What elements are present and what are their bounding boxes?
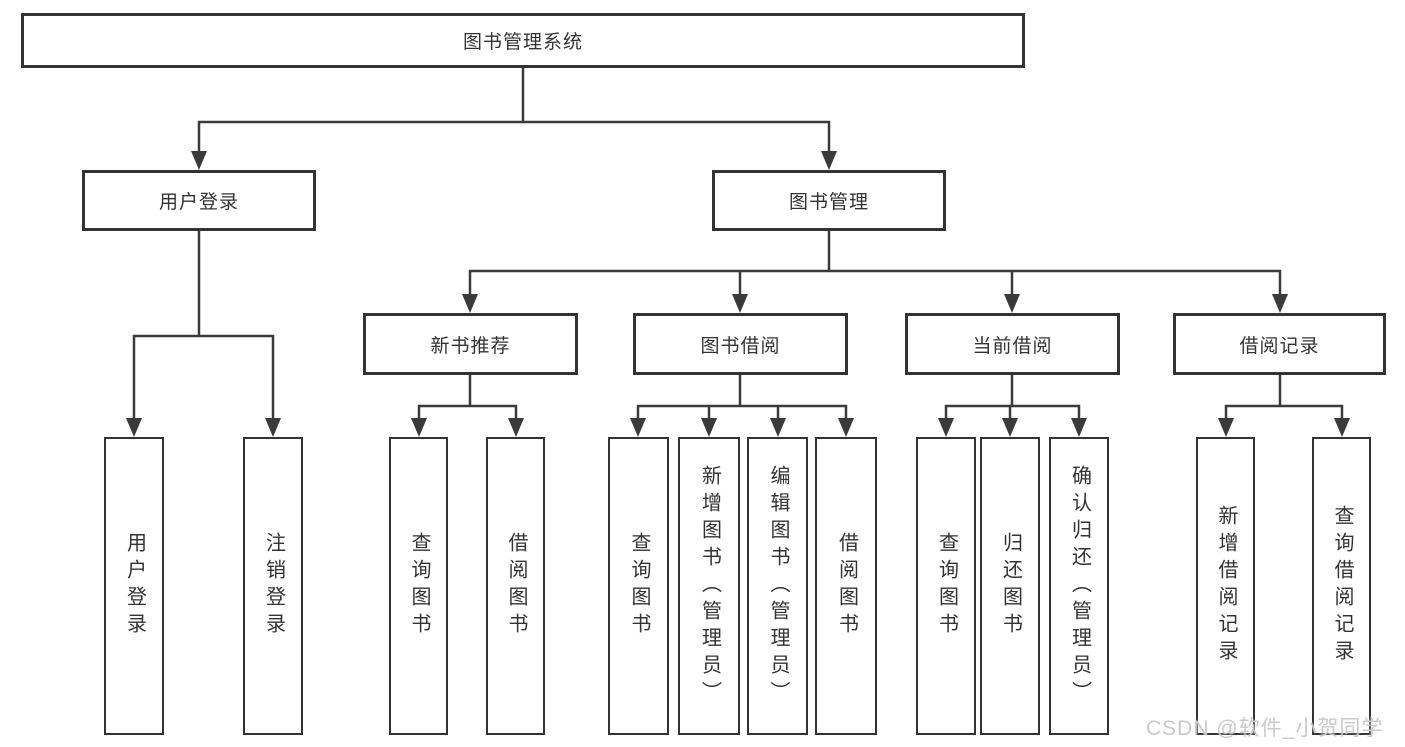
node-label: 查询借阅记录	[1331, 505, 1353, 667]
node-label: 新书推荐	[430, 335, 511, 357]
node-book-management: 图书管理	[712, 170, 946, 231]
node-label: 查询图书	[408, 532, 430, 640]
node-label: 图书管理系统	[462, 32, 583, 53]
leaf-logout: 注销登录	[243, 437, 303, 735]
node-label: 图书借阅	[700, 335, 781, 357]
node-label: 归还图书	[999, 532, 1022, 640]
node-label: 用户登录	[123, 532, 146, 640]
node-current-borrowing: 当前借阅	[905, 313, 1120, 375]
node-user-login: 用户登录	[82, 170, 316, 231]
node-label: 查询图书	[628, 532, 650, 640]
node-borrowing-records: 借阅记录	[1173, 313, 1386, 375]
leaf-add-books-admin: 新增图书（管理员）	[678, 437, 740, 735]
node-new-book-recommendation: 新书推荐	[363, 313, 578, 375]
node-label: 新增图书（管理员）	[698, 464, 721, 708]
leaf-edit-books-admin: 编辑图书（管理员）	[747, 437, 808, 735]
node-label: 新增借阅记录	[1215, 505, 1237, 667]
leaf-return-books: 归还图书	[980, 437, 1040, 735]
node-label: 图书管理	[788, 192, 869, 213]
node-label: 查询图书	[935, 532, 958, 640]
node-label: 用户登录	[158, 192, 239, 213]
node-book-borrowing: 图书借阅	[633, 313, 848, 375]
leaf-current-query-books: 查询图书	[916, 437, 976, 735]
node-label: 借阅记录	[1239, 335, 1320, 357]
node-label: 确认归还（管理员）	[1068, 464, 1091, 708]
csdn-watermark: CSDN @软件_小贺同学	[1146, 717, 1384, 740]
leaf-borrow-books: 借阅图书	[815, 437, 877, 735]
node-label: 借阅图书	[835, 532, 858, 640]
leaf-add-borrow-record: 新增借阅记录	[1196, 437, 1255, 735]
node-label: 编辑图书（管理员）	[767, 464, 789, 708]
leaf-borrow-query-books: 查询图书	[608, 437, 669, 735]
node-label: 当前借阅	[972, 335, 1053, 357]
leaf-confirm-return-admin: 确认归还（管理员）	[1049, 437, 1109, 735]
leaf-recommend-query-books: 查询图书	[389, 437, 448, 735]
node-library-system: 图书管理系统	[21, 13, 1025, 68]
leaf-user-login: 用户登录	[104, 437, 164, 735]
node-label: 借阅图书	[505, 532, 527, 640]
leaf-recommend-borrow-books: 借阅图书	[486, 437, 545, 735]
leaf-query-borrow-record: 查询借阅记录	[1312, 437, 1371, 735]
node-label: 注销登录	[262, 532, 285, 640]
